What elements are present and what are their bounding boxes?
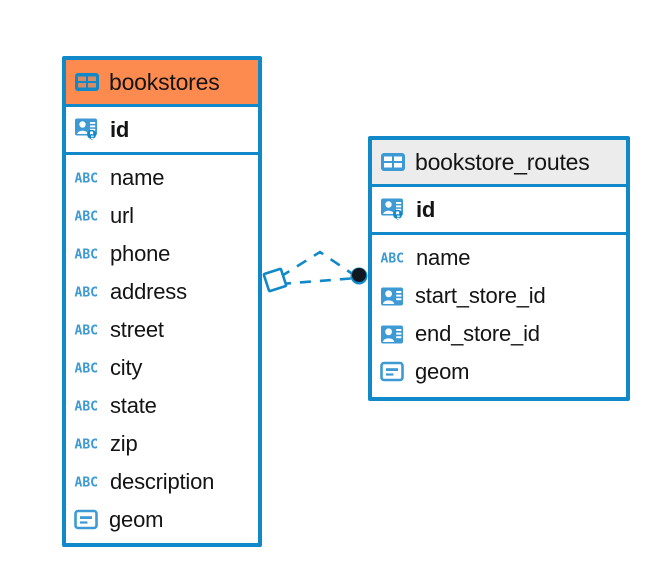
geom-icon: [380, 361, 404, 382]
abc-icon: ABC: [381, 252, 404, 267]
entity-title: bookstores: [109, 68, 220, 95]
entity-bookstores[interactable]: bookstores id: [62, 56, 262, 547]
primary-key-section: id: [372, 187, 626, 235]
field-list-bookstores: ABC name ABC url ABC phone ABC: [66, 155, 258, 545]
entity-header-bookstore-routes[interactable]: bookstore_routes: [372, 140, 626, 187]
foreign-key-icon: [381, 287, 403, 305]
field-row-geom[interactable]: geom: [372, 353, 626, 391]
svg-text:ABC: ABC: [75, 286, 98, 301]
field-row-street[interactable]: ABC street: [66, 311, 258, 349]
primary-key-section: id: [66, 107, 258, 155]
field-row-primary-key[interactable]: id: [66, 107, 258, 152]
field-label: name: [416, 245, 471, 270]
field-row-description[interactable]: ABC description: [66, 463, 258, 501]
field-label: id: [416, 196, 436, 222]
svg-text:ABC: ABC: [75, 324, 98, 339]
field-row-state[interactable]: ABC state: [66, 387, 258, 425]
field-row-end-store-id[interactable]: end_store_id: [372, 315, 626, 353]
field-label: address: [110, 279, 187, 304]
entity-bookstore-routes[interactable]: bookstore_routes id: [368, 136, 630, 401]
abc-icon: ABC: [75, 324, 98, 339]
field-row-geom[interactable]: geom: [66, 501, 258, 539]
field-label: name: [110, 165, 165, 190]
field-label: phone: [110, 241, 171, 266]
field-label: end_store_id: [415, 321, 540, 346]
field-row-address[interactable]: ABC address: [66, 273, 258, 311]
svg-text:ABC: ABC: [75, 172, 98, 187]
svg-text:ABC: ABC: [75, 362, 98, 377]
field-row-zip[interactable]: ABC zip: [66, 425, 258, 463]
entity-header-bookstores[interactable]: bookstores: [66, 60, 258, 107]
relationship-line-lower: [279, 276, 358, 286]
field-label: city: [110, 355, 143, 380]
field-label: street: [110, 317, 164, 342]
relationship-line-upper: [279, 250, 358, 279]
svg-text:ABC: ABC: [75, 210, 98, 225]
svg-text:ABC: ABC: [381, 252, 404, 267]
table-icon: [75, 73, 99, 91]
field-label: url: [110, 203, 134, 228]
entity-title: bookstore_routes: [415, 148, 590, 175]
abc-icon: ABC: [75, 476, 98, 491]
field-row-phone[interactable]: ABC phone: [66, 235, 258, 273]
field-label: geom: [415, 359, 470, 384]
field-row-url[interactable]: ABC url: [66, 197, 258, 235]
svg-text:ABC: ABC: [75, 476, 98, 491]
svg-text:ABC: ABC: [75, 400, 98, 415]
field-row-start-store-id[interactable]: start_store_id: [372, 277, 626, 315]
primary-key-icon: [381, 198, 403, 220]
abc-icon: ABC: [75, 362, 98, 377]
abc-icon: ABC: [75, 210, 98, 225]
field-row-name[interactable]: ABC name: [372, 239, 626, 277]
primary-key-icon: [75, 118, 97, 140]
abc-icon: ABC: [75, 400, 98, 415]
field-label: start_store_id: [415, 283, 546, 308]
field-label: state: [110, 393, 157, 418]
field-list-bookstore-routes: ABC name start_store_id: [372, 235, 626, 397]
field-label: zip: [110, 431, 138, 456]
field-label: id: [110, 116, 130, 142]
abc-icon: ABC: [75, 172, 98, 187]
abc-icon: ABC: [75, 286, 98, 301]
field-label: description: [110, 469, 215, 494]
field-row-primary-key[interactable]: id: [372, 187, 626, 232]
table-icon: [381, 153, 405, 171]
abc-icon: ABC: [75, 438, 98, 453]
field-label: geom: [109, 507, 164, 532]
svg-text:ABC: ABC: [75, 248, 98, 263]
relationship-circle-marker: [350, 267, 368, 285]
abc-icon: ABC: [75, 248, 98, 263]
field-row-name[interactable]: ABC name: [66, 159, 258, 197]
relationship-diamond-marker: [262, 267, 288, 293]
field-row-city[interactable]: ABC city: [66, 349, 258, 387]
svg-text:ABC: ABC: [75, 438, 98, 453]
foreign-key-icon: [381, 325, 403, 343]
geom-icon: [74, 509, 98, 530]
